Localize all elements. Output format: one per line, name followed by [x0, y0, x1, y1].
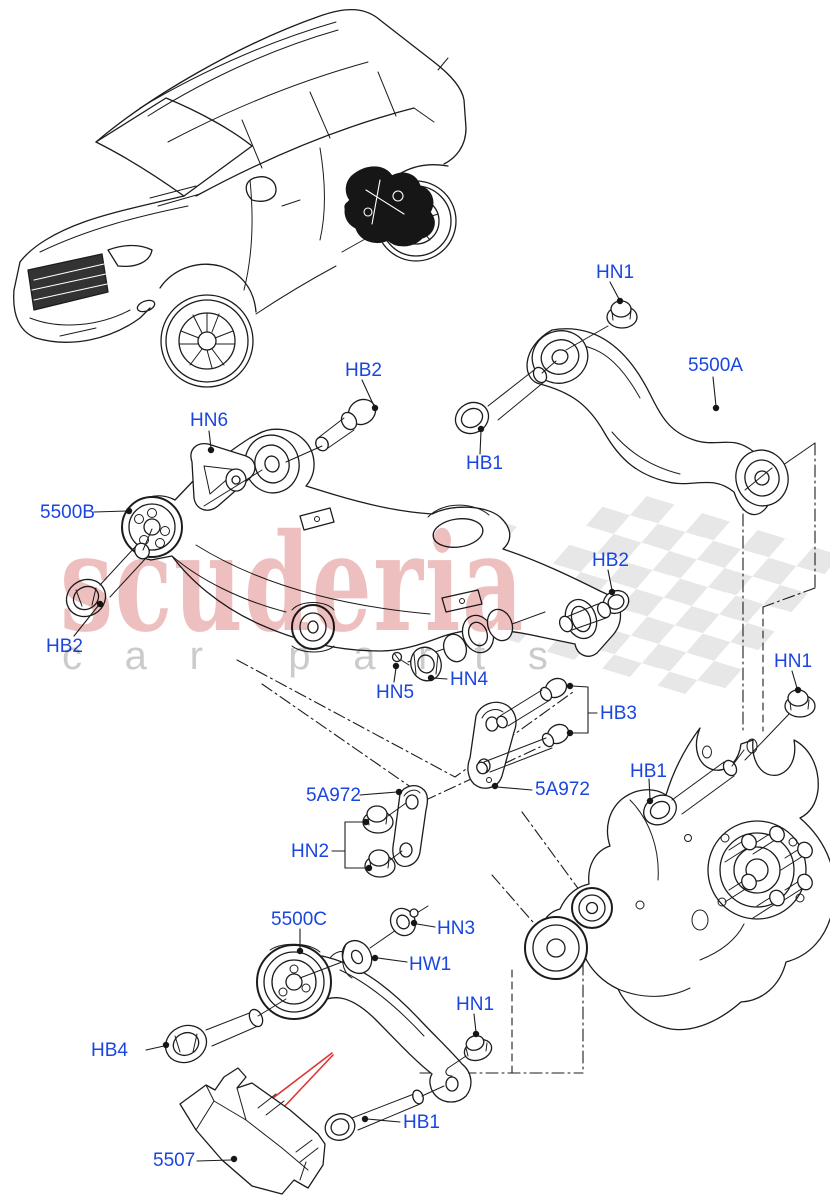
part-label-hb1-top[interactable]: HB1: [466, 453, 503, 474]
part-label-hn3[interactable]: HN3: [437, 918, 475, 939]
part-label-hb3[interactable]: HB3: [600, 703, 637, 724]
part-label-hb2-left[interactable]: HB2: [46, 636, 83, 657]
part-label-5a972-left[interactable]: 5A972: [306, 785, 361, 806]
part-label-5500a[interactable]: 5500A: [688, 355, 743, 376]
bracket-5a972-right: [467, 701, 517, 789]
bolt-hb2-left: [65, 528, 153, 618]
part-label-hb2-top[interactable]: HB2: [345, 360, 382, 381]
lower-arm-5500b: [121, 428, 622, 657]
part-label-5507[interactable]: 5507: [153, 1150, 195, 1171]
red-highlight-lines: [272, 1052, 334, 1110]
nut-hn4: [407, 608, 546, 682]
bolt-hb4: [164, 998, 287, 1064]
part-label-hw1[interactable]: HW1: [409, 954, 451, 975]
part-label-hn1-bot[interactable]: HN1: [456, 994, 494, 1015]
part-label-hn5[interactable]: HN5: [376, 682, 414, 703]
bolt-hb1-top: [454, 360, 557, 435]
bolt-hb1-bottom: [324, 1085, 445, 1141]
nuts-hn2: [362, 802, 407, 878]
part-label-hn6[interactable]: HN6: [190, 410, 228, 431]
part-label-hn2[interactable]: HN2: [291, 841, 329, 862]
part-label-5a972-right[interactable]: 5A972: [535, 779, 590, 800]
arm-5500c: [256, 905, 472, 1103]
heat-shield-5507: [179, 1067, 326, 1195]
part-labels: HB2 HN1 5500A HB1 HN6 5500B HB2 HB2 HN5 …: [40, 262, 812, 1171]
part-label-hb4[interactable]: HB4: [91, 1040, 128, 1061]
highlighted-suspension-assembly: [344, 166, 435, 247]
part-label-5500c[interactable]: 5500C: [271, 909, 327, 930]
washer-hw1: [341, 939, 373, 979]
knuckle-hub-assembly: [524, 727, 830, 1031]
wheel-studs: [724, 825, 813, 919]
bracket-hn6: [190, 443, 263, 511]
part-label-hb2-mid[interactable]: HB2: [592, 550, 629, 571]
bolt-hb2-mid: [558, 589, 630, 633]
part-label-5500b[interactable]: 5500B: [40, 502, 95, 523]
leader-lines: [73, 281, 802, 1163]
upper-arm-5500a: [526, 328, 789, 516]
bolts-hb3: [476, 677, 570, 775]
bolt-hb2-top: [285, 398, 377, 463]
part-label-hb1-bot[interactable]: HB1: [403, 1112, 440, 1133]
part-label-hn1-mid[interactable]: HN1: [774, 651, 812, 672]
nut-hn1-bottom: [445, 1035, 493, 1077]
stud-hn5: [391, 651, 410, 666]
nut-hn3: [389, 907, 419, 937]
part-label-hn1-top[interactable]: HN1: [596, 262, 634, 283]
part-label-hn4[interactable]: HN4: [450, 669, 488, 690]
vehicle-thumbnail: [13, 8, 467, 388]
nut-hn1-mid: [744, 689, 816, 761]
part-label-hb1-mid[interactable]: HB1: [630, 761, 667, 782]
front-wheel: [160, 294, 254, 388]
